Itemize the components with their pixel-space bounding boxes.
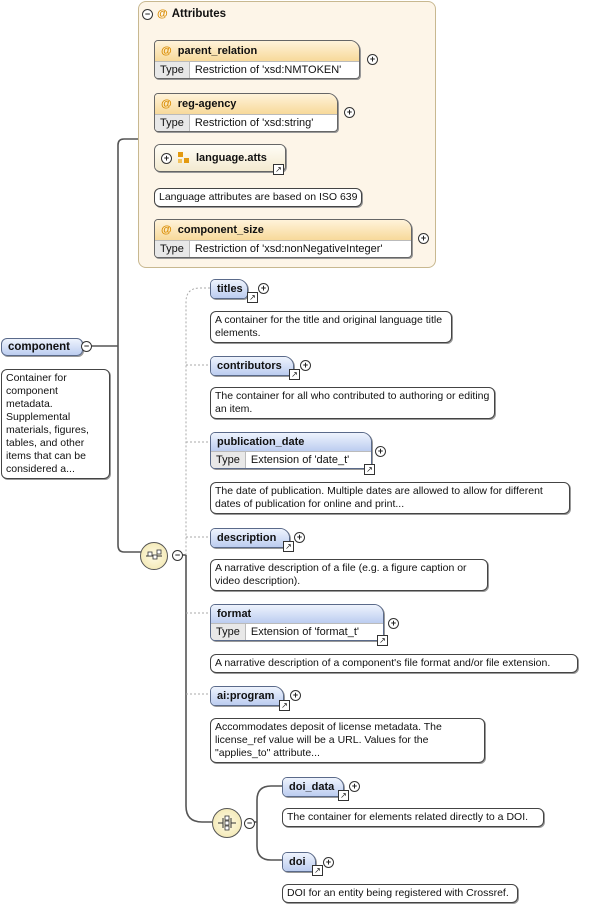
language-atts-doc: Language attributes are based on ISO 639 [154,188,363,207]
element-name: format [211,605,383,623]
arrow-ne-icon[interactable]: ↗ [289,369,300,380]
arrow-ne-icon[interactable]: ↗ [279,700,290,711]
choice-compositor-icon [218,815,236,831]
arrow-ne-icon[interactable]: ↗ [273,164,284,175]
plus-icon[interactable]: + [418,233,429,244]
minus-icon[interactable]: − [172,550,183,561]
at-sign-icon: @ [161,98,172,110]
minus-icon[interactable]: − [81,341,92,352]
attribute-name: component_size [177,224,264,236]
element-doi-data[interactable]: doi_data [282,777,344,797]
publication-date-doc: The date of publication. Multiple dates … [210,482,570,514]
type-value: Restriction of 'xsd:string' [194,117,314,129]
type-key: Type [211,624,246,640]
titles-doc: A container for the title and original l… [210,311,452,343]
element-contributors[interactable]: contributors [210,356,294,376]
type-value: Extension of 'format_t' [250,626,360,638]
arrow-ne-icon[interactable]: ↗ [338,790,349,801]
at-sign-icon: @ [157,8,168,20]
attribute-name: parent_relation [177,45,258,57]
attribute-component-size[interactable]: @ component_size Type Restriction of 'xsd:… [154,219,412,258]
plus-icon[interactable]: + [323,857,334,868]
element-name: ai:program [211,687,283,705]
attribute-parent-relation[interactable]: @ parent_relation Type Restriction of 'xsd… [154,40,360,79]
at-sign-icon: @ [161,45,172,57]
element-name: contributors [211,357,293,375]
plus-icon[interactable]: + [375,446,386,457]
attribute-name: reg-agency [177,98,237,110]
plus-icon[interactable]: + [349,781,360,792]
doi-data-doc: The container for elements related direc… [282,808,544,827]
plus-icon[interactable]: + [367,54,378,65]
attribute-group-name: language.atts [196,152,267,164]
doi-doc: DOI for an entity being registered with … [282,884,518,903]
component-doc: Container for component metadata. Supple… [1,369,110,479]
type-key: Type [155,241,190,257]
element-name: doi_data [283,778,343,796]
plus-icon[interactable]: + [344,107,355,118]
sequence-compositor[interactable] [140,542,168,570]
arrow-ne-icon[interactable]: ↗ [283,541,294,552]
element-description[interactable]: description [210,528,290,548]
ai-program-doc: Accommodates deposit of license metadata… [210,718,485,763]
type-value: Restriction of 'xsd:NMTOKEN' [194,64,342,76]
element-format[interactable]: format Type Extension of 'format_t' [210,604,384,641]
element-name: description [211,529,289,547]
component-element[interactable]: component [1,338,83,356]
attributes-header[interactable]: − @ Attributes [142,8,226,20]
element-name: titles [211,280,247,298]
plus-icon[interactable]: + [294,532,305,543]
element-ai-program[interactable]: ai:program [210,686,284,706]
plus-icon[interactable]: + [258,283,269,294]
element-name: doi [283,853,315,871]
choice-compositor[interactable] [212,808,242,838]
element-doi[interactable]: doi [282,852,316,872]
plus-icon[interactable]: + [388,618,399,629]
description-doc: A narrative description of a file (e.g. … [210,559,488,591]
type-key: Type [155,62,190,78]
arrow-ne-icon[interactable]: ↗ [247,292,258,303]
attribute-reg-agency[interactable]: @ reg-agency Type Restriction of 'xsd:stri… [154,93,338,132]
element-publication-date[interactable]: publication_date Type Extension of 'date_… [210,432,372,469]
arrow-ne-icon[interactable]: ↗ [364,464,375,475]
arrow-ne-icon[interactable]: ↗ [377,635,388,646]
element-titles[interactable]: titles [210,279,248,299]
type-value: Extension of 'date_t' [250,454,350,466]
plus-icon[interactable]: + [300,360,311,371]
attributes-title: Attributes [171,8,227,20]
plus-icon[interactable]: + [161,152,172,164]
plus-icon[interactable]: + [290,690,301,701]
type-key: Type [155,115,190,131]
minus-icon[interactable]: − [142,8,153,20]
contributors-doc: The container for all who contributed to… [210,387,495,419]
minus-icon[interactable]: − [244,818,255,829]
sequence-compositor-icon [146,549,162,560]
element-name: publication_date [211,433,371,451]
type-value: Restriction of 'xsd:nonNegativeInteger' [194,243,383,255]
attribute-group-language-atts[interactable]: + language.atts [154,144,286,172]
attribute-group-icon [178,152,190,164]
arrow-ne-icon[interactable]: ↗ [312,865,323,876]
at-sign-icon: @ [161,224,172,236]
type-key: Type [211,452,246,468]
format-doc: A narrative description of a component's… [210,654,578,673]
